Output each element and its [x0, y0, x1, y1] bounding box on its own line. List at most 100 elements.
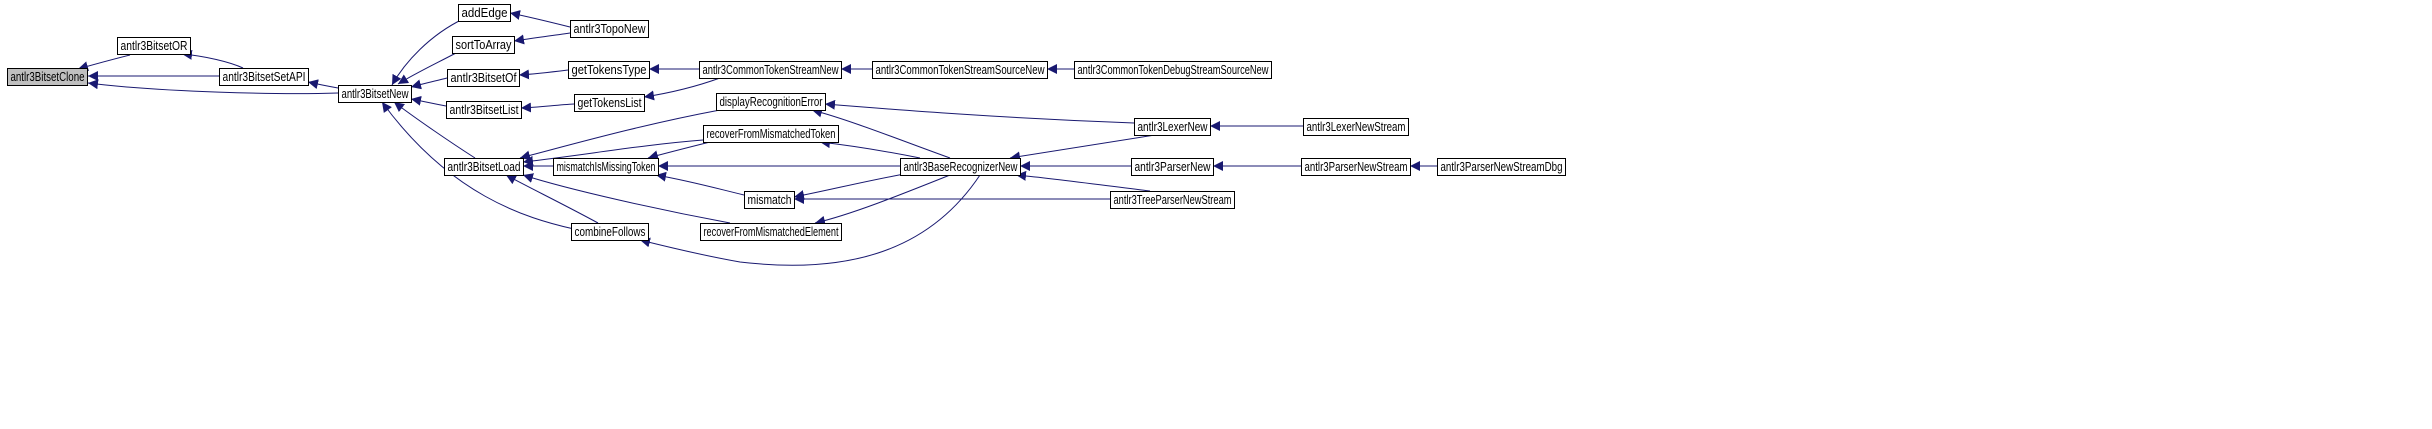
node-setapi[interactable]: antlr3BitsetSetAPI — [219, 68, 309, 86]
edge-disp-to-bload — [519, 109, 721, 161]
edge-bload-to-bnew — [393, 101, 476, 159]
node-mismatch[interactable]: mismatch — [744, 191, 795, 209]
node-box — [1134, 118, 1211, 136]
node-box — [1437, 158, 1566, 176]
node-ctss[interactable]: antlr3CommonTokenStreamSourceNew — [872, 61, 1048, 79]
edge-combine-to-bload — [505, 174, 599, 224]
edge-brn-to-rfme — [814, 174, 951, 226]
node-box — [568, 61, 650, 79]
node-label: antlr3TopoNew — [574, 21, 647, 36]
edge-rfmt-to-bload — [522, 139, 704, 166]
node-label: recoverFromMismatchedToken — [707, 126, 836, 141]
edge-bof-to-bnew — [410, 77, 448, 90]
node-label: sortToArray — [456, 37, 512, 52]
node-box — [571, 223, 649, 241]
node-box — [1131, 158, 1214, 176]
node-or[interactable]: antlr3BitsetOR — [117, 37, 191, 55]
node-box — [574, 94, 645, 112]
node-bnew[interactable]: antlr3BitsetNew — [338, 85, 412, 103]
node-box — [7, 68, 88, 86]
node-label: antlr3BitsetClone — [11, 69, 85, 84]
node-label: antlr3LexerNewStream — [1307, 119, 1406, 134]
node-box — [117, 37, 191, 55]
node-box — [446, 101, 522, 119]
node-box — [444, 158, 524, 176]
node-mim[interactable]: mismatchIsMissingToken — [553, 158, 659, 176]
edge-blist-to-bnew — [410, 95, 447, 107]
node-brn[interactable]: antlr3BaseRecognizerNew — [900, 158, 1021, 176]
node-label: getTokensType — [572, 62, 647, 77]
edge-combine-to-bnew — [381, 101, 575, 230]
node-parserdbg[interactable]: antlr3ParserNewStreamDbg — [1437, 158, 1566, 176]
edge-brn-to-disp — [811, 107, 951, 159]
node-box — [219, 68, 309, 86]
node-lexerstream[interactable]: antlr3LexerNewStream — [1303, 118, 1409, 136]
node-label: antlr3ParserNew — [1135, 159, 1211, 174]
edge-mismatch-to-mim — [655, 171, 745, 196]
node-box — [699, 61, 842, 79]
node-lexer[interactable]: antlr3LexerNew — [1134, 118, 1211, 136]
node-rfme[interactable]: recoverFromMismatchedElement — [700, 223, 842, 241]
node-box — [447, 69, 520, 87]
node-sorttoarray[interactable]: sortToArray — [452, 36, 515, 54]
node-label: combineFollows — [575, 224, 646, 239]
edge-gettype-to-bof — [518, 69, 569, 80]
node-parserstream[interactable]: antlr3ParserNewStream — [1301, 158, 1411, 176]
node-label: addEdge — [462, 5, 508, 20]
node-label: antlr3BitsetList — [450, 102, 519, 117]
node-box — [872, 61, 1048, 79]
node-label: recoverFromMismatchedElement — [704, 224, 839, 239]
node-label: antlr3BitsetOf — [451, 70, 517, 85]
node-topo[interactable]: antlr3TopoNew — [570, 20, 649, 38]
node-gettype[interactable]: getTokensType — [568, 61, 650, 79]
node-label: antlr3BitsetNew — [342, 86, 409, 101]
edge-topo-to-sorttoarray — [513, 32, 571, 45]
edge-rfme-to-bload — [522, 173, 731, 224]
node-label: antlr3BitsetSetAPI — [223, 69, 306, 84]
node-box — [1074, 61, 1272, 79]
node-box — [716, 93, 826, 111]
node-box — [570, 20, 649, 38]
node-label: mismatchIsMissingToken — [557, 159, 656, 174]
edge-setapi-to-or — [181, 49, 244, 69]
node-label: antlr3ParserNewStreamDbg — [1441, 159, 1563, 174]
nodes-layer: antlr3BitsetClone antlr3BitsetOR antlr3Bit… — [7, 4, 1566, 241]
edge-sorttoarray-to-bnew — [397, 52, 457, 85]
node-rfmt[interactable]: recoverFromMismatchedToken — [703, 125, 839, 143]
node-label: antlr3BitsetLoad — [448, 159, 521, 174]
node-combine[interactable]: combineFollows — [571, 223, 649, 241]
node-bload[interactable]: antlr3BitsetLoad — [444, 158, 524, 176]
node-label: displayRecognitionError — [720, 94, 823, 109]
node-box — [452, 36, 515, 54]
edge-brn-to-rfmt — [819, 138, 921, 159]
node-box — [900, 158, 1021, 176]
node-tree[interactable]: antlr3TreeParserNewStream — [1110, 191, 1235, 209]
edge-rfmt-to-mim — [647, 141, 711, 161]
edge-topo-to-addedge — [509, 10, 571, 28]
node-getlist[interactable]: getTokensList — [574, 94, 645, 112]
node-cts[interactable]: antlr3CommonTokenStreamNew — [699, 61, 842, 79]
edge-cts-to-getlist — [643, 77, 721, 101]
node-label: antlr3TreeParserNewStream — [1114, 192, 1232, 207]
edge-bnew-to-clone — [87, 79, 339, 95]
node-label: antlr3LexerNew — [1138, 119, 1208, 134]
node-label: antlr3BitsetOR — [121, 38, 188, 53]
node-parser[interactable]: antlr3ParserNew — [1131, 158, 1214, 176]
node-clone[interactable]: antlr3BitsetClone — [7, 68, 88, 86]
node-addedge[interactable]: addEdge — [458, 4, 511, 22]
node-bof[interactable]: antlr3BitsetOf — [447, 69, 520, 87]
node-blist[interactable]: antlr3BitsetList — [446, 101, 522, 119]
edge-bnew-to-setapi — [307, 79, 339, 90]
node-label: getTokensList — [578, 95, 642, 110]
edge-brn-to-combine — [639, 174, 981, 266]
edge-tree-to-brn — [1015, 170, 1151, 192]
node-box — [1301, 158, 1411, 176]
edge-lexer-to-brn — [1009, 134, 1156, 162]
node-label: antlr3CommonTokenStreamSourceNew — [876, 62, 1045, 77]
node-ctdss[interactable]: antlr3CommonTokenDebugStreamSourceNew — [1074, 61, 1272, 79]
node-box — [703, 125, 839, 143]
edges-layer — [77, 10, 1437, 266]
node-disp[interactable]: displayRecognitionError — [716, 93, 826, 111]
node-label: antlr3ParserNewStream — [1305, 159, 1408, 174]
node-box — [553, 158, 659, 176]
